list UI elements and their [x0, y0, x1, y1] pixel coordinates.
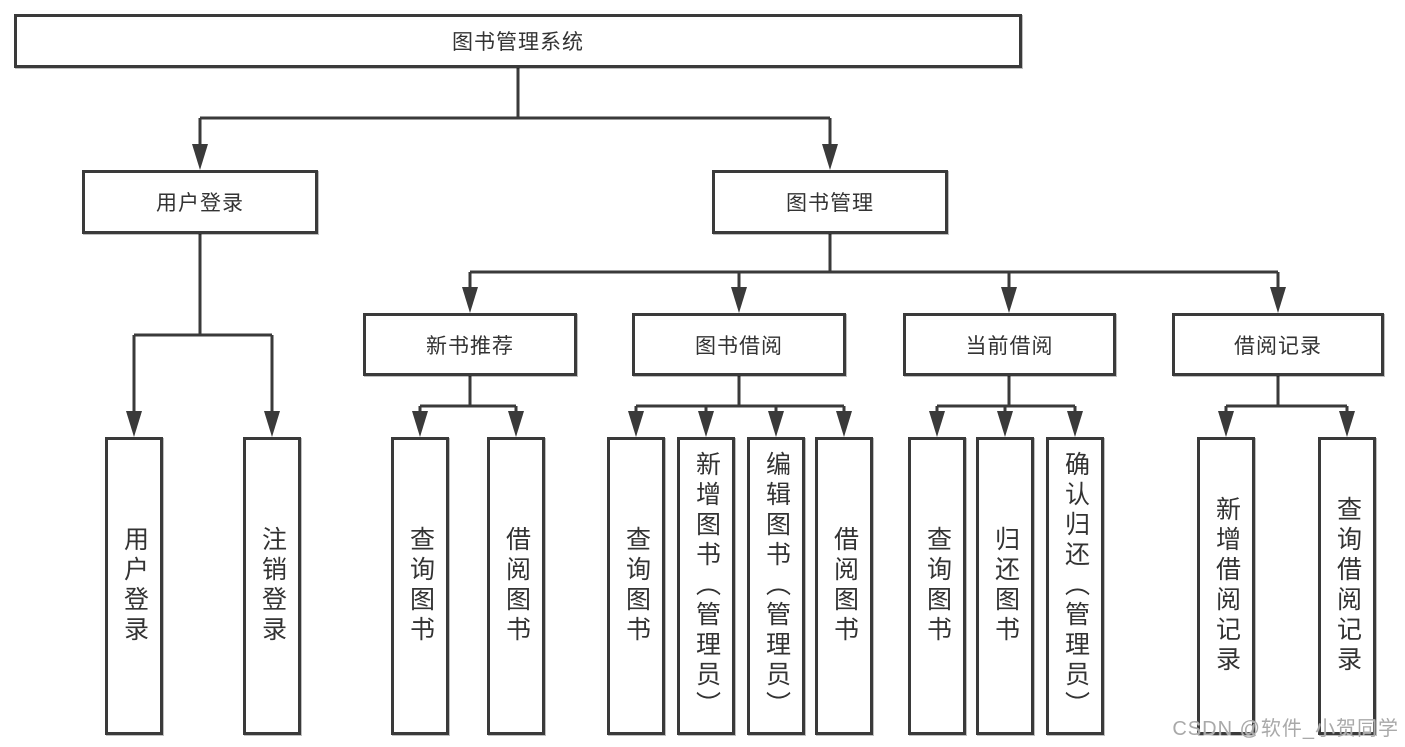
node-add-borrow-record: 新增借阅记录	[1197, 437, 1255, 735]
arrow-icon	[698, 411, 714, 437]
node-label: 查询图书	[406, 526, 435, 646]
node-label: 借阅图书	[830, 526, 859, 646]
arrow-icon	[1339, 411, 1355, 437]
arrow-icon	[126, 411, 142, 437]
node-logout: 注销登录	[243, 437, 301, 735]
node-label: 当前借阅	[965, 334, 1054, 358]
node-borrowing-records: 借阅记录	[1172, 313, 1384, 376]
node-label: 编辑图书（管理员）	[762, 451, 791, 721]
node-query-borrow-record: 查询借阅记录	[1318, 437, 1376, 735]
node-return-books: 归还图书	[976, 437, 1034, 735]
arrow-icon	[508, 411, 524, 437]
node-borrow-books-recommend: 借阅图书	[487, 437, 545, 735]
node-user-login: 用户登录	[82, 170, 318, 234]
node-label: 查询借阅记录	[1333, 496, 1362, 676]
node-label: 借阅图书	[502, 526, 531, 646]
node-label: 新书推荐	[426, 334, 514, 358]
node-query-books-borrowing: 查询图书	[607, 437, 665, 735]
node-label: 查询图书	[622, 526, 651, 646]
arrow-icon	[1218, 411, 1234, 437]
node-current-borrowing: 当前借阅	[903, 313, 1116, 376]
arrow-icon	[264, 411, 280, 437]
node-label: 查询图书	[923, 526, 952, 646]
arrow-icon	[822, 144, 838, 170]
node-label: 新增借阅记录	[1212, 496, 1241, 676]
node-label: 用户登录	[156, 192, 244, 215]
node-new-book-recommend: 新书推荐	[363, 313, 577, 376]
csdn-watermark: CSDN @软件_小贺同学	[1172, 718, 1399, 740]
node-label: 确认归还（管理员）	[1061, 451, 1090, 721]
connector-path	[132, 68, 1349, 415]
arrow-icon	[997, 411, 1013, 437]
node-root: 图书管理系统	[14, 14, 1022, 68]
arrow-icon	[836, 411, 852, 437]
node-book-management: 图书管理	[712, 170, 948, 234]
arrow-icon	[929, 411, 945, 437]
node-edit-books-admin: 编辑图书（管理员）	[747, 437, 805, 735]
arrow-icon	[628, 411, 644, 437]
arrow-icon	[768, 411, 784, 437]
node-book-borrowing: 图书借阅	[632, 313, 846, 376]
node-label: 注销登录	[258, 526, 287, 646]
arrow-icon	[412, 411, 428, 437]
node-borrow-books: 借阅图书	[815, 437, 873, 735]
arrow-icon	[731, 287, 747, 313]
arrow-icon	[1067, 411, 1083, 437]
arrow-icon	[462, 287, 478, 313]
node-add-books-admin: 新增图书（管理员）	[677, 437, 735, 735]
node-query-books-recommend: 查询图书	[391, 437, 449, 735]
node-root-label: 图书管理系统	[452, 31, 584, 54]
node-label: 借阅记录	[1234, 334, 1322, 358]
node-label: 图书借阅	[695, 334, 783, 358]
arrow-icon	[1270, 287, 1286, 313]
arrow-icon	[192, 144, 208, 170]
node-label: 用户登录	[120, 526, 149, 646]
node-label: 图书管理	[786, 192, 874, 215]
node-query-books-current: 查询图书	[908, 437, 966, 735]
node-label: 归还图书	[991, 526, 1020, 646]
arrowheads	[126, 144, 1355, 437]
node-user-login-leaf: 用户登录	[105, 437, 163, 735]
node-confirm-return-admin: 确认归还（管理员）	[1046, 437, 1104, 735]
node-label: 新增图书（管理员）	[692, 451, 721, 721]
arrow-icon	[1001, 287, 1017, 313]
